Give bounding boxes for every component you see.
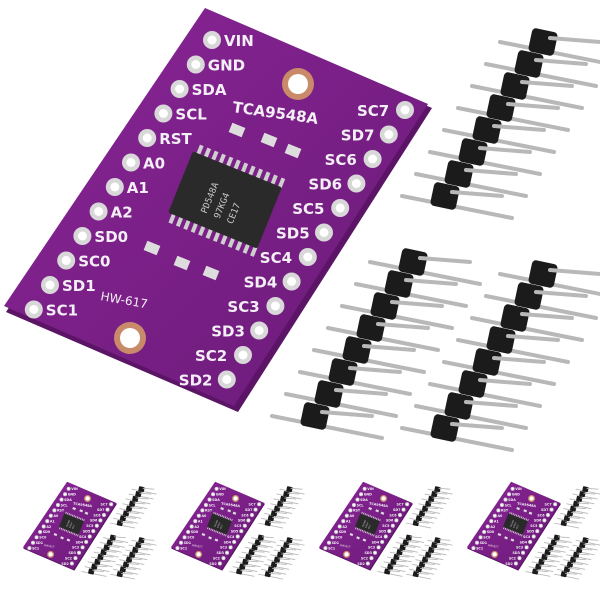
pin-label-sc5: SC5	[292, 200, 324, 218]
pin-label-a2: A2	[111, 204, 133, 222]
thumbnail-4	[466, 481, 600, 580]
ic-chip: PD548A 97KG4 CE17	[168, 144, 286, 257]
pin-label-sd6: SD6	[308, 176, 342, 194]
pin-label-sda: SDA	[192, 81, 227, 99]
pin-label-sc1: SC1	[46, 302, 78, 320]
pin-label-sc6: SC6	[325, 151, 357, 169]
thumbnail-2	[170, 481, 305, 580]
pin-label-gnd: GND	[208, 57, 245, 75]
pin-label-vin: VIN	[224, 32, 254, 50]
breakout-board: PD548A 97KG4 CE17 TCA9548A HW-617 VINGND…	[4, 8, 432, 412]
pin-label-sd3: SD3	[211, 323, 245, 341]
pin-label-sd2: SD2	[179, 372, 213, 390]
pin-label-sd0: SD0	[94, 228, 128, 246]
pin-label-sd7: SD7	[341, 127, 375, 145]
pin-label-sc0: SC0	[78, 253, 110, 271]
pin-label-sd5: SD5	[276, 225, 310, 243]
pin-header-3	[400, 257, 600, 452]
pin-label-sc3: SC3	[227, 298, 259, 316]
pin-label-scl: SCL	[175, 106, 207, 124]
smd-resistors	[143, 122, 302, 281]
pin-label-a1: A1	[127, 179, 149, 197]
thumbnail-3	[318, 481, 453, 580]
thumbnail-1	[22, 481, 157, 580]
pin-label-rst: RST	[159, 130, 192, 148]
pin-header-1	[400, 25, 600, 221]
pin-label-sc7: SC7	[357, 102, 389, 120]
pin-label-sc2: SC2	[195, 347, 227, 365]
pin-label-a0: A0	[143, 155, 165, 173]
pin-label-sd4: SD4	[244, 274, 278, 292]
pin-label-sd1: SD1	[62, 277, 96, 295]
pin-label-sc4: SC4	[260, 249, 292, 267]
